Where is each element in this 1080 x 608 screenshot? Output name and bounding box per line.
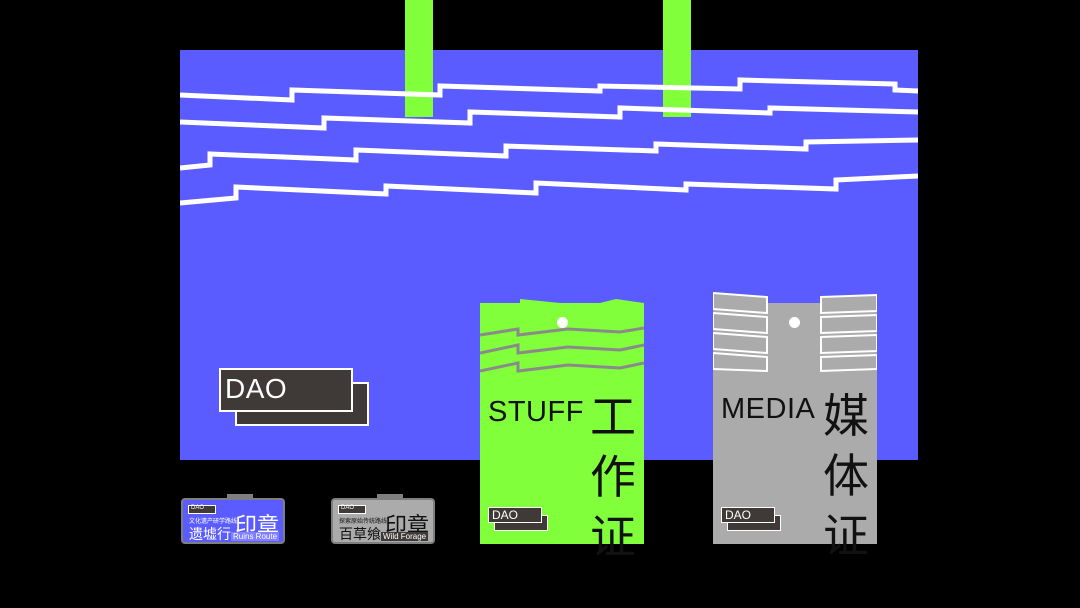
tote-stripe-3 bbox=[180, 137, 918, 171]
tote-stripe-4 bbox=[180, 173, 918, 206]
badge-wild-forage-dao-logo: DAO bbox=[338, 505, 366, 514]
staff-card-cn-label: 工 作 证 bbox=[588, 387, 638, 567]
media-card-cn-char-3: 证 bbox=[823, 510, 869, 562]
media-card-shape bbox=[713, 291, 877, 544]
staff-card-hole bbox=[557, 317, 568, 328]
badge-ruins-route-clip bbox=[227, 494, 253, 499]
badge-wild-forage-dao-text: DAO bbox=[341, 505, 355, 511]
staff-card-shape bbox=[480, 299, 644, 544]
media-card-cn-char-2: 体 bbox=[823, 450, 869, 502]
media-card-hole bbox=[789, 317, 800, 328]
badge-ruins-route-subtitle: 文化遗产研学路线 bbox=[189, 519, 238, 525]
tote-stripe-1 bbox=[180, 77, 918, 103]
badge-wild-forage-clip bbox=[377, 494, 403, 499]
tote-strap-left bbox=[405, 0, 433, 117]
media-card-cn-char-1: 媒 bbox=[823, 390, 869, 442]
badge-ruins-route: DAO 文化遗产研学路线 遗墟行 印章 Ruins Route bbox=[181, 494, 285, 544]
tote-dao-text: DAO bbox=[225, 373, 288, 404]
staff-card-cn-char-1: 工 bbox=[590, 391, 636, 443]
badge-ruins-route-dao-text: DAO bbox=[191, 505, 205, 511]
badge-wild-forage-subtitle: 探索原始传统路线 bbox=[339, 519, 388, 525]
media-card-dao-text: DAO bbox=[725, 508, 752, 522]
badge-wild-forage: DAO 探索原始传统路线 百草飨 印章 Wild Forage bbox=[331, 494, 435, 544]
tote-stripe-2 bbox=[180, 105, 918, 131]
media-card-cn-label: 媒 体 证 bbox=[821, 386, 871, 566]
media-card-dao-logo: DAO bbox=[721, 507, 775, 523]
media-card: MEDIA 媒 体 证 DAO bbox=[713, 291, 877, 562]
staff-card-cn-char-2: 作 bbox=[590, 451, 636, 503]
media-card-en-label: MEDIA bbox=[721, 393, 816, 425]
badge-wild-forage-tag: Wild Forage bbox=[381, 532, 429, 541]
tote-stripe-pattern bbox=[180, 77, 918, 206]
staff-card-cn-char-3: 证 bbox=[590, 511, 636, 563]
tote-dao-logo-front: DAO bbox=[219, 368, 353, 412]
staff-card-dao-logo: DAO bbox=[488, 507, 542, 523]
staff-card: STUFF 工 作 证 DAO bbox=[480, 295, 644, 563]
badge-wild-forage-name: 百草飨 bbox=[339, 526, 381, 542]
badge-ruins-route-tag: Ruins Route bbox=[231, 532, 280, 541]
staff-card-en-label: STUFF bbox=[488, 396, 584, 428]
badge-ruins-route-dao-logo: DAO bbox=[188, 505, 216, 514]
staff-card-dao-text: DAO bbox=[492, 508, 519, 522]
badge-ruins-route-name: 遗墟行 bbox=[189, 526, 231, 542]
tote-strap-right bbox=[663, 0, 691, 117]
